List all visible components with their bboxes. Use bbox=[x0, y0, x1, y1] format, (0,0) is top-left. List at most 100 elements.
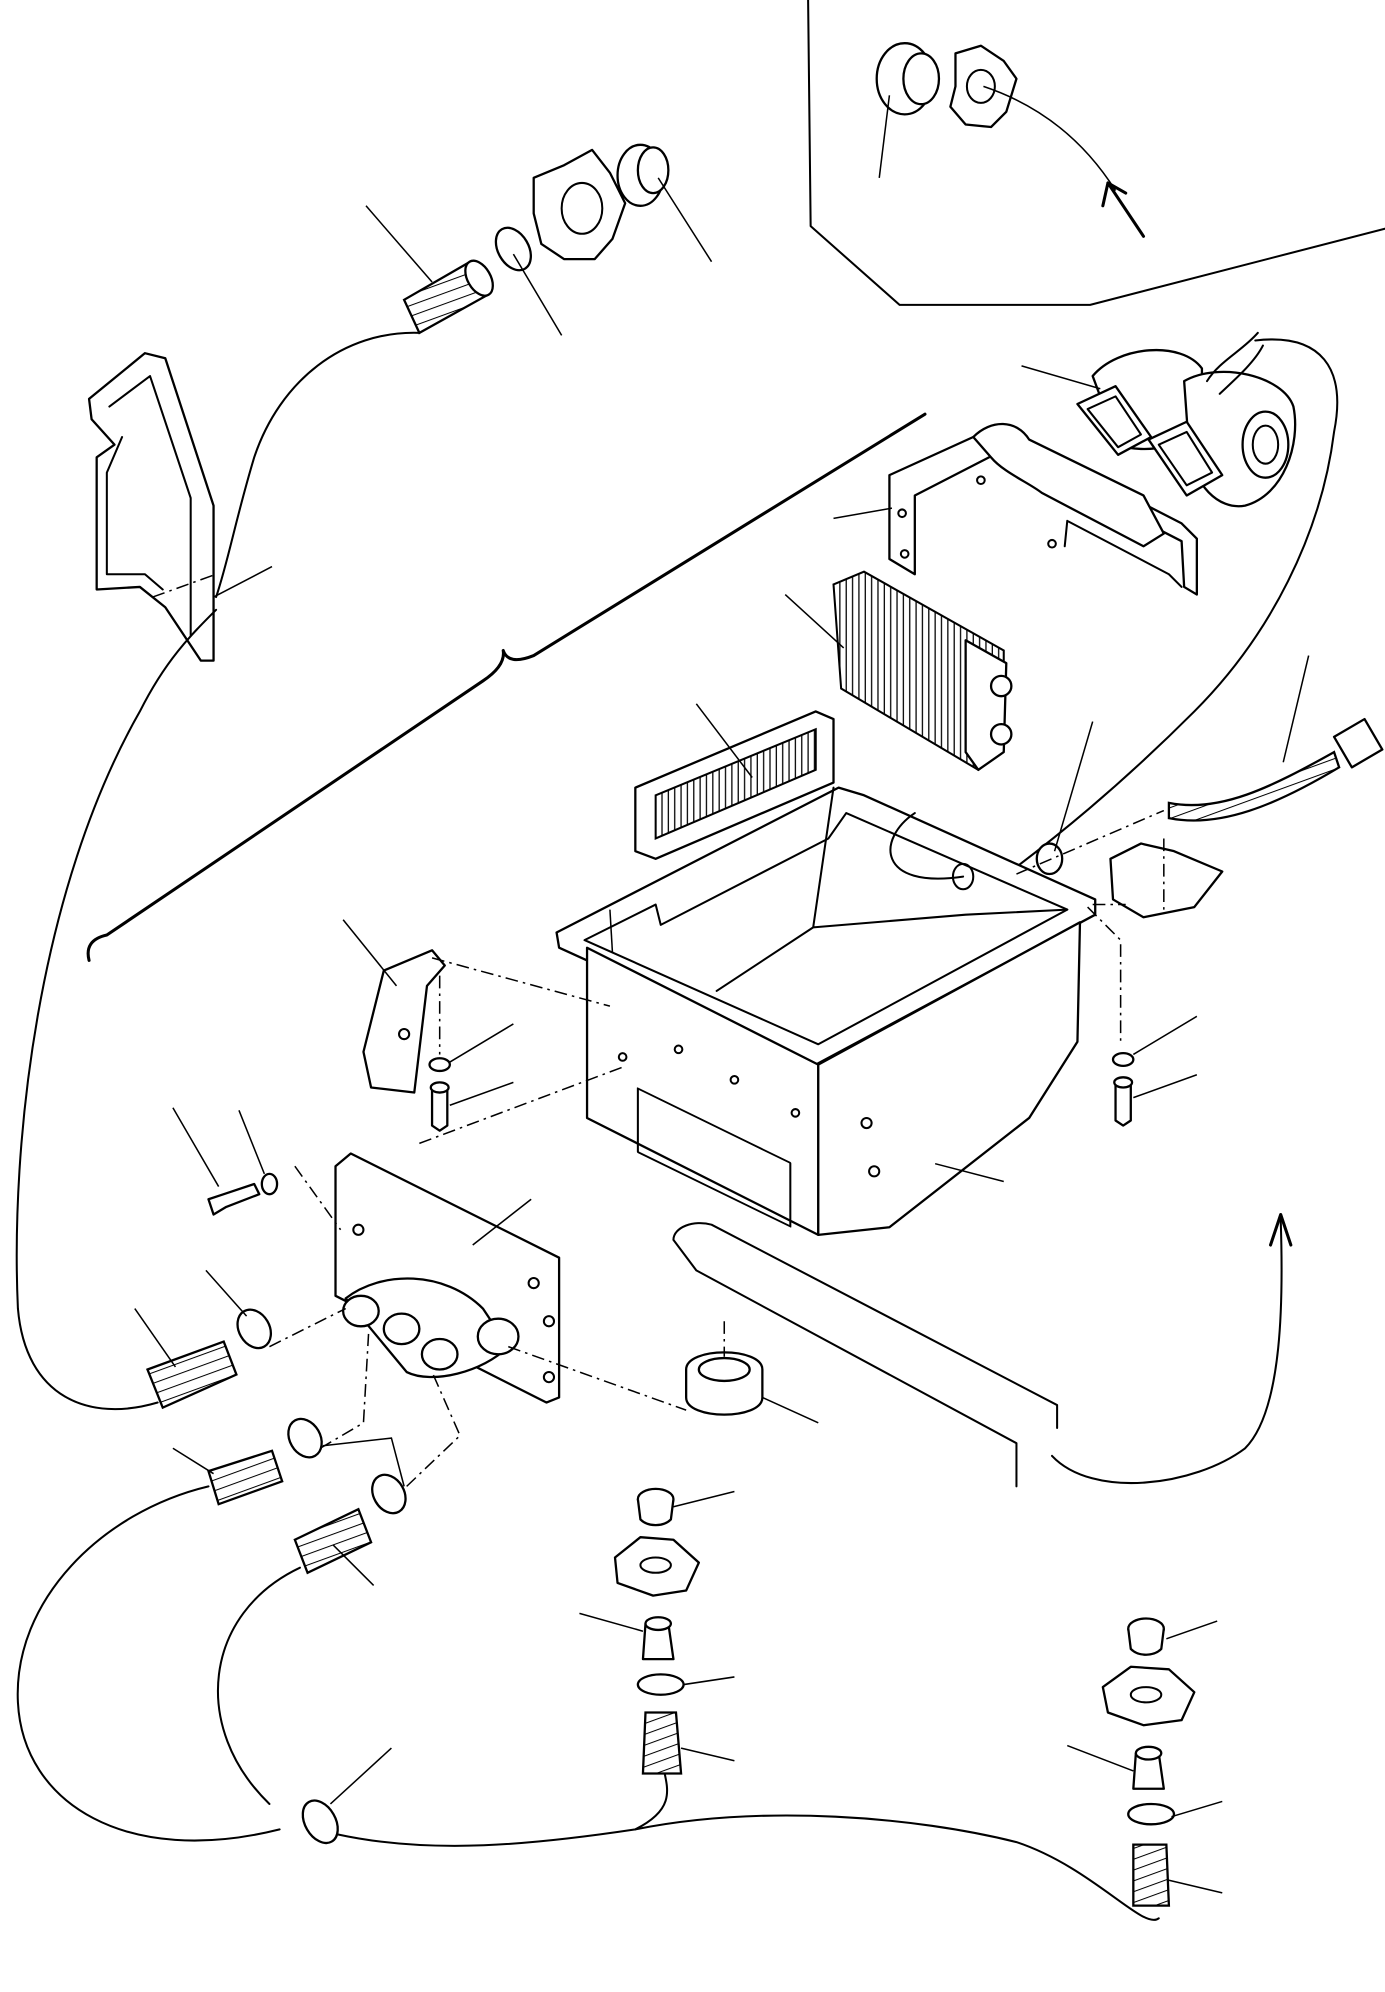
washer bbox=[1111, 1052, 1135, 1068]
leader-line bbox=[1132, 1015, 1198, 1056]
hose-clamp bbox=[236, 1308, 273, 1350]
arrow-icon bbox=[1101, 181, 1146, 238]
grouping-brace bbox=[86, 412, 927, 962]
leader-line bbox=[472, 1198, 532, 1246]
seal-plate bbox=[613, 1536, 700, 1597]
leader-line bbox=[205, 1269, 248, 1317]
leader-line bbox=[512, 253, 563, 336]
hose bbox=[145, 1340, 238, 1410]
bolt bbox=[430, 1086, 449, 1132]
hose-routing-line bbox=[215, 331, 421, 599]
leader-line bbox=[1171, 1800, 1223, 1818]
leader-line bbox=[449, 1023, 514, 1063]
leader-line bbox=[784, 593, 845, 649]
pipe-outlet bbox=[420, 1337, 459, 1371]
plate-fastener bbox=[172, 1107, 279, 1216]
seal-plate bbox=[1101, 1665, 1196, 1727]
leader-line bbox=[1168, 1879, 1223, 1894]
seal-plate bbox=[532, 148, 627, 261]
arrow-icon bbox=[1269, 1212, 1293, 1247]
valve-plate bbox=[294, 1066, 687, 1411]
bolt bbox=[1114, 1081, 1132, 1127]
leader-line bbox=[579, 1612, 644, 1632]
leader-line bbox=[172, 1107, 220, 1187]
harness-grommet bbox=[1035, 842, 1064, 876]
leader-line bbox=[695, 703, 753, 778]
leader-line bbox=[1066, 1744, 1134, 1772]
hose-routing-line bbox=[337, 1747, 669, 1847]
hose-clamp bbox=[1127, 1802, 1176, 1826]
leader-line bbox=[934, 1162, 1004, 1183]
floor-grommet bbox=[685, 1351, 764, 1416]
leader-line bbox=[1166, 1620, 1218, 1640]
hose bbox=[1132, 1843, 1171, 1907]
leader-line bbox=[673, 1490, 735, 1508]
leader-line bbox=[1053, 721, 1094, 852]
wiring-harness bbox=[889, 655, 1384, 919]
leader-line bbox=[762, 1396, 819, 1424]
hose-clamp bbox=[287, 1417, 323, 1459]
vent-stack-center bbox=[579, 1487, 735, 1775]
washer bbox=[428, 1057, 451, 1073]
hose-clamp bbox=[636, 1673, 685, 1696]
leader-line bbox=[983, 85, 1117, 191]
leader-line bbox=[1021, 365, 1101, 390]
leader-line bbox=[683, 1676, 735, 1686]
mounting-bracket bbox=[342, 919, 611, 1132]
wire-grommet-hole bbox=[951, 862, 975, 891]
pipe-outlet bbox=[382, 1312, 421, 1346]
side-duct-panel bbox=[87, 352, 273, 662]
core-pipe-upper bbox=[989, 674, 1013, 698]
hose-clamp bbox=[371, 1473, 407, 1515]
washer bbox=[260, 1172, 279, 1196]
hose bbox=[293, 1507, 373, 1575]
leader-line bbox=[332, 1544, 375, 1587]
leader-line bbox=[1282, 655, 1310, 763]
leader-line bbox=[322, 1437, 405, 1487]
leader-line bbox=[657, 177, 713, 263]
core-pipe-lower bbox=[989, 722, 1013, 746]
leader-line bbox=[238, 1110, 266, 1175]
leader-line bbox=[680, 1747, 735, 1762]
leader-line bbox=[878, 95, 891, 178]
right-fastener bbox=[1087, 906, 1198, 1127]
valve-eye bbox=[476, 1317, 520, 1356]
inset-detail bbox=[807, 0, 1385, 306]
leader-line bbox=[134, 1308, 177, 1368]
leader-line bbox=[172, 1447, 214, 1475]
leader-line bbox=[1133, 1074, 1198, 1099]
grommet bbox=[616, 143, 670, 207]
hose-clamp bbox=[494, 226, 532, 272]
hose-routing-line bbox=[15, 608, 218, 1411]
top-duct-connection bbox=[215, 143, 713, 599]
heater-core bbox=[784, 570, 1013, 772]
leader-line bbox=[609, 909, 614, 953]
leader-line bbox=[833, 507, 893, 520]
pipe-outlet bbox=[341, 1294, 380, 1328]
bolt bbox=[207, 1182, 261, 1216]
routing-line bbox=[1051, 1218, 1283, 1485]
hose-routing-line bbox=[634, 1814, 1160, 1921]
leader-line bbox=[365, 205, 433, 283]
hose bbox=[207, 1449, 284, 1506]
harness-seal bbox=[1109, 842, 1224, 919]
hose-routing-line bbox=[217, 1566, 301, 1805]
inset-frame bbox=[807, 0, 1385, 306]
leader-line bbox=[342, 919, 398, 987]
vent-stack-right bbox=[1066, 1617, 1223, 1907]
blower-motor-assembly bbox=[1002, 331, 1339, 878]
hose-clamp bbox=[301, 1799, 339, 1845]
harness-connector bbox=[1332, 717, 1384, 769]
leader-line bbox=[449, 1081, 514, 1106]
blower-inlet bbox=[1241, 410, 1290, 479]
hose-routing-line bbox=[16, 1485, 281, 1842]
leader-line bbox=[213, 565, 273, 598]
filter-element bbox=[634, 703, 835, 860]
blower-outlet-left bbox=[1076, 385, 1153, 456]
lower-hoses bbox=[15, 608, 1160, 1921]
blower-bracket bbox=[833, 422, 1198, 596]
inset-grommet bbox=[875, 42, 941, 116]
hose bbox=[641, 1711, 683, 1775]
wire-routing-line bbox=[1002, 338, 1339, 878]
